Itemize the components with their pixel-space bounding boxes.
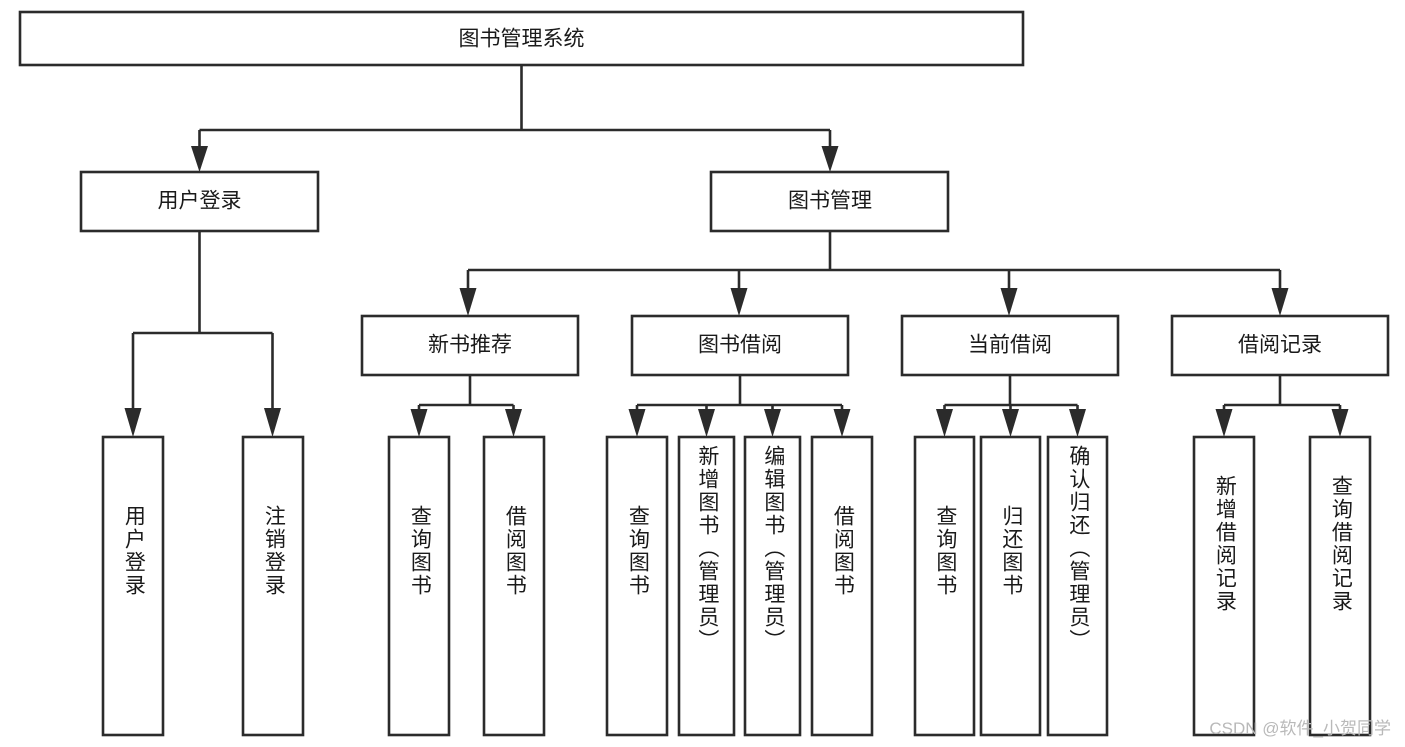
arrowhead-l3-1 <box>459 288 477 316</box>
arrowhead-bb-leaf-1 <box>628 409 646 437</box>
node-leaf-newbook-0[interactable] <box>387 435 451 737</box>
node-user-login-label: 用户登录 <box>158 190 242 213</box>
arrowhead-bb-leaf-3 <box>764 409 781 437</box>
node-borrow-records[interactable] <box>1170 314 1390 377</box>
node-leaf-currentborrow-2[interactable] <box>1046 435 1109 737</box>
arrowhead-l3-3 <box>1000 288 1018 316</box>
node-leaf-user-login-0[interactable] <box>101 435 165 737</box>
node-root-label: 图书管理系统 <box>459 28 585 51</box>
node-leaf-bookborrow-0[interactable] <box>605 435 669 737</box>
node-leaf-bookborrow-2[interactable] <box>743 435 802 737</box>
arrowhead-cb-leaf-1 <box>936 409 953 437</box>
node-leaf-bookborrow-1[interactable] <box>677 435 736 737</box>
arrowhead-ul-leaf-2 <box>264 408 281 437</box>
node-book-borrow[interactable] <box>630 314 850 377</box>
node-user-login[interactable] <box>79 170 320 233</box>
node-new-book-recommend[interactable] <box>360 314 580 377</box>
node-book-manage-label: 图书管理 <box>788 190 872 213</box>
arrowhead-br-leaf-1 <box>1215 409 1233 437</box>
node-current-borrow[interactable] <box>900 314 1120 377</box>
node-current-borrow-label: 当前借阅 <box>968 334 1052 357</box>
node-root[interactable] <box>18 10 1025 67</box>
arrowhead-user-login <box>191 146 208 172</box>
arrowhead-cb-leaf-2 <box>1002 409 1019 437</box>
node-leaf-user-login-1[interactable] <box>241 435 305 737</box>
node-leaf-records-0[interactable] <box>1192 435 1256 737</box>
arrowhead-l3-2 <box>730 288 748 316</box>
node-book-borrow-label: 图书借阅 <box>698 334 782 357</box>
node-leaf-records-1[interactable] <box>1308 435 1372 737</box>
arrowhead-bb-leaf-4 <box>833 409 851 437</box>
arrowhead-cb-leaf-3 <box>1069 409 1086 437</box>
node-new-book-recommend-label: 新书推荐 <box>428 334 512 357</box>
label-layer: 图书管理系统 用户登录 图书管理 新书推荐 图书借阅 当前借阅 借阅记录 <box>158 28 1323 357</box>
edge-layer <box>124 65 1349 437</box>
watermark-text: CSDN @软件_小贺同学 <box>1209 719 1391 738</box>
arrowhead-l3-4 <box>1271 288 1289 316</box>
arrowhead-bb-leaf-2 <box>698 409 715 437</box>
arrowhead-ul-leaf-1 <box>124 408 142 437</box>
node-leaf-bookborrow-3[interactable] <box>810 435 874 737</box>
node-leaf-currentborrow-0[interactable] <box>913 435 976 737</box>
node-layer <box>18 10 1390 737</box>
node-leaf-currentborrow-1[interactable] <box>979 435 1042 737</box>
arrowhead-nb-leaf-2 <box>505 409 522 437</box>
arrowhead-br-leaf-2 <box>1331 409 1349 437</box>
arrowhead-book-manage <box>821 146 839 172</box>
node-book-manage[interactable] <box>709 170 950 233</box>
node-borrow-records-label: 借阅记录 <box>1238 334 1322 357</box>
node-leaf-newbook-1[interactable] <box>482 435 546 737</box>
arrowhead-nb-leaf-1 <box>410 409 428 437</box>
